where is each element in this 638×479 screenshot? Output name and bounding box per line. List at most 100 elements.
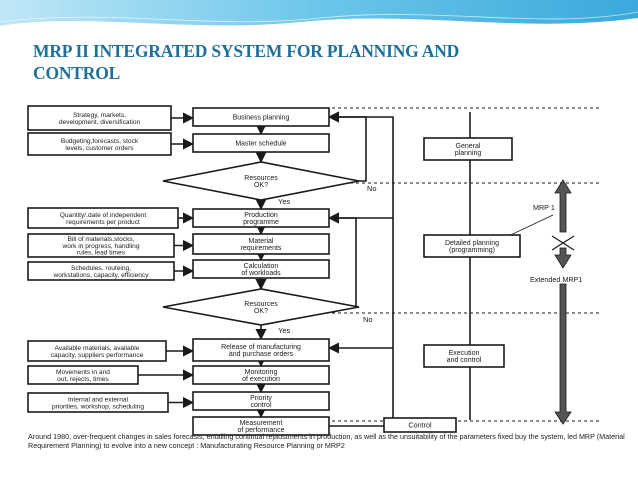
input-box-4-line-3: rules, lead times <box>77 250 126 257</box>
input-box-8-line-1: Internal and external <box>68 396 129 403</box>
input-box-7-line-2: out, rejects, times <box>57 376 109 383</box>
process-box-8-frame <box>192 391 330 411</box>
phase-box-1-frame <box>423 137 513 161</box>
process-box-5-line-2: of workloads <box>241 270 281 277</box>
process-box-3-line-2: programme <box>243 219 279 226</box>
decision-resources-2-line-2: OK? <box>254 308 268 315</box>
header-wave-band <box>0 0 638 31</box>
mrp1-arrow-up <box>554 179 572 233</box>
process-box-6-line-2: and purchase orders <box>229 351 294 358</box>
process-box-1-line-1: Business planning <box>233 114 290 121</box>
process-box-4-frame <box>192 233 330 255</box>
decision-resources-2-shape <box>162 288 360 326</box>
mrp1-scope-arrow <box>551 179 575 425</box>
input-box-4: Bill of materials,stocks,work in progres… <box>27 233 175 258</box>
input-box-3-frame <box>27 207 179 229</box>
input-box-4-line-2: work in progress, handling <box>62 243 140 250</box>
flow-label-no-2: No <box>363 315 373 324</box>
process-box-5-frame <box>192 259 330 279</box>
process-box-4-line-1: Material <box>249 238 274 245</box>
control-box: Control <box>383 417 457 433</box>
input-box-5-line-2: workstations, capacity, efficiency <box>52 272 149 279</box>
decision-resources-1-shape <box>162 161 360 201</box>
label-extended-mrp1: Extended MRP1 <box>530 275 582 284</box>
input-box-7-line-1: Movements in and <box>56 369 110 376</box>
input-box-3-line-2: requirements per product <box>66 219 140 226</box>
control-box-frame <box>383 417 457 433</box>
feedback-loop-no-1 <box>327 111 367 182</box>
input-box-8-line-2: priorities, workshop, scheduling <box>52 403 144 410</box>
phase-box-1-line-1: General <box>456 143 481 150</box>
flow-nodes: Strategy, markets,development, diversifi… <box>27 105 582 436</box>
process-box-8-line-1: Priority <box>250 395 272 402</box>
input-box-2-line-1: Budgeting,forecasts, stock <box>61 138 139 145</box>
input-box-1: Strategy, markets,development, diversifi… <box>27 105 172 131</box>
input-box-1-frame <box>27 105 172 131</box>
phase-box-3-line-1: Execution <box>449 350 480 357</box>
input-box-6-frame <box>27 340 167 362</box>
flow-label-yes-1: Yes <box>278 197 290 206</box>
process-box-2: Master schedule <box>192 133 330 153</box>
decision-resources-2-line-1: Resources <box>244 301 278 308</box>
label-mrp1: MRP 1 <box>533 203 555 212</box>
phase-box-1-line-2: planning <box>455 150 482 157</box>
process-box-4-line-2: requirements <box>241 245 282 252</box>
phase-box-2-line-1: Detailed planning <box>445 240 499 247</box>
process-box-9-line-2: of performance <box>237 427 284 434</box>
input-box-5-line-1: Schedules, routeing, <box>71 265 131 272</box>
process-box-7-line-1: Monitoring <box>245 369 278 376</box>
process-box-8-line-2: control <box>250 402 271 409</box>
phase-box-2-line-2: (programming) <box>449 247 495 254</box>
control-box-line-1: Control <box>408 421 432 430</box>
slide-title-line-2: CONTROL <box>33 63 121 83</box>
input-box-5: Schedules, routeing,workstations, capaci… <box>27 261 175 281</box>
input-box-3: Quantity/.date of independentrequirement… <box>27 207 179 229</box>
process-box-5-line-1: Calculation <box>244 263 279 270</box>
input-box-1-line-1: Strategy, markets, <box>73 112 126 119</box>
control-feedback-business <box>327 111 394 418</box>
input-box-4-frame <box>27 233 175 258</box>
input-box-1-line-2: development, diversification <box>59 119 141 126</box>
phase-box-2: Detailed planning(programming) <box>423 234 521 258</box>
process-box-7-line-2: of execution <box>242 376 280 383</box>
decision-resources-1-line-2: OK? <box>254 182 268 189</box>
phase-box-3-frame <box>423 344 505 368</box>
flow-label-yes-2: Yes <box>278 326 290 335</box>
slide-title-line-1: MRP II INTEGRATED SYSTEM FOR PLANNING AN… <box>33 41 460 61</box>
feedback-loop-no-2 <box>327 212 359 308</box>
process-box-2-frame <box>192 133 330 153</box>
input-box-6-line-2: capacity, suppliers performance <box>51 352 144 359</box>
process-box-1-frame <box>192 107 330 127</box>
phase-box-3-line-2: and control <box>447 357 482 364</box>
input-box-6-line-1: Available materials, available <box>55 345 140 352</box>
input-box-2-frame <box>27 132 172 156</box>
mrp1-cross-b <box>551 235 575 251</box>
input-box-3-line-1: Quantity/.date of independent <box>60 212 147 219</box>
process-box-9-line-1: Measurement <box>240 420 283 427</box>
phase-box-2-frame <box>423 234 521 258</box>
mrp1-arrow-down <box>554 247 572 269</box>
decision-resources-1-line-1: Resources <box>244 175 278 182</box>
input-box-7-frame <box>27 365 139 385</box>
process-box-6-line-1: Release of manufacturing <box>221 344 301 351</box>
process-box-2-line-1: Master schedule <box>235 140 286 147</box>
extended-arrow-down <box>554 283 572 425</box>
flow-label-no-1: No <box>367 184 377 193</box>
process-box-3-frame <box>192 208 330 228</box>
input-box-4-line-1: Bill of materials,stocks, <box>67 236 134 243</box>
